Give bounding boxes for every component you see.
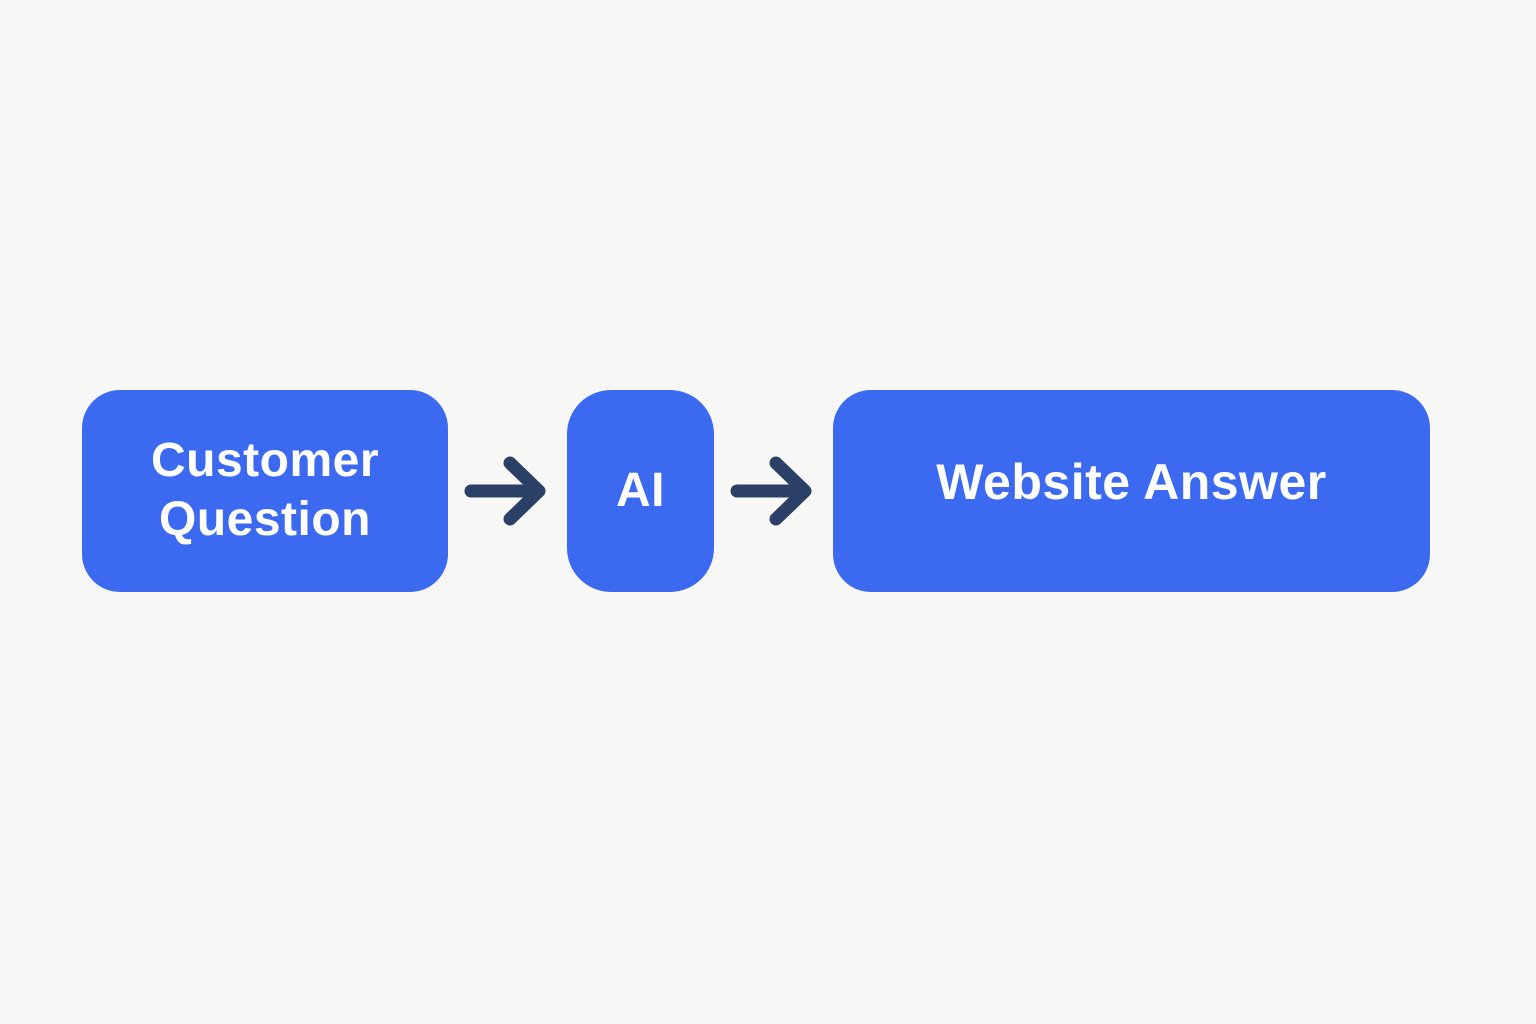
flow-row: Customer Question AI Website Answer [82, 390, 1430, 592]
node-website-answer: Website Answer [833, 390, 1430, 592]
connector-customer-to-ai [448, 456, 567, 526]
node-customer-question: Customer Question [82, 390, 448, 592]
arrow-right-icon [730, 456, 811, 526]
node-ai-label: AI [616, 463, 665, 517]
node-ai: AI [567, 390, 714, 592]
node-website-answer-label: Website Answer [936, 453, 1327, 510]
arrow-right-icon [464, 456, 545, 526]
node-customer-question-label: Customer Question [150, 434, 380, 546]
connector-ai-to-website [714, 456, 833, 526]
